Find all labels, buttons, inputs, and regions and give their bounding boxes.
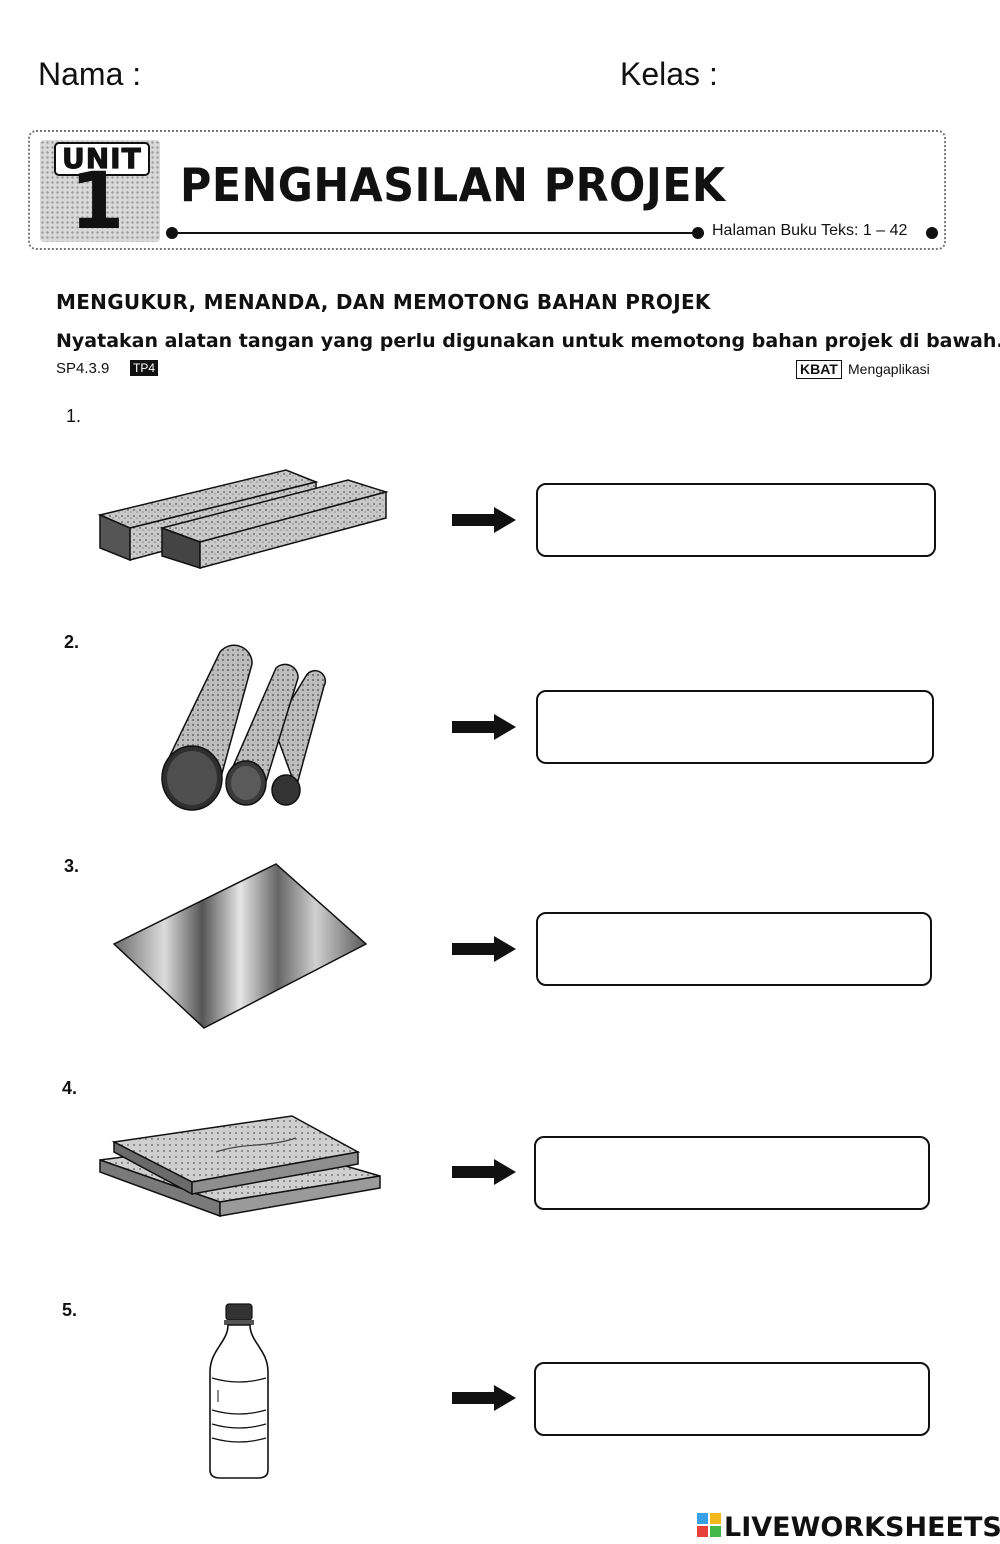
page-title: PENGHASILAN PROJEK	[180, 158, 726, 212]
wooden-planks-icon	[96, 1112, 386, 1222]
answer-box-2[interactable]	[536, 690, 934, 764]
kbat-level: Mengaplikasi	[848, 361, 930, 377]
class-label: Kelas :	[620, 56, 718, 92]
title-rule	[172, 232, 700, 234]
unit-banner	[28, 130, 946, 250]
question-number: 5.	[62, 1300, 78, 1320]
arrow-right-icon	[448, 1383, 518, 1413]
footer-brand: LIVEWORKSHEETS	[724, 1512, 1000, 1543]
plastic-bottle-icon	[204, 1302, 274, 1480]
liveworksheets-logo-icon	[697, 1513, 721, 1537]
kbat-badge: KBAT	[796, 360, 842, 379]
tp-level-badge: TP4	[130, 360, 159, 376]
section-title: MENGUKUR, MENANDA, DAN MEMOTONG BAHAN PR…	[56, 290, 711, 314]
arrow-right-icon	[448, 505, 518, 535]
answer-box-5[interactable]	[534, 1362, 930, 1436]
question-number: 2.	[64, 632, 80, 652]
answer-box-3[interactable]	[536, 912, 932, 986]
question-number: 4.	[62, 1078, 78, 1098]
pages-dot	[926, 227, 938, 239]
arrow-right-icon	[448, 1157, 518, 1187]
textbook-pages: Halaman Buku Teks: 1 – 42	[712, 222, 908, 239]
name-label: Nama :	[38, 56, 142, 92]
question-number: 3.	[64, 856, 80, 876]
standard-code: SP4.3.9	[56, 360, 110, 377]
rule-dot-right	[692, 227, 704, 239]
wooden-beams-icon	[96, 460, 396, 570]
unit-number: 1	[70, 157, 125, 247]
instruction-text: Nyatakan alatan tangan yang perlu diguna…	[56, 330, 1000, 352]
question-number: 1.	[66, 406, 82, 426]
pipes-icon	[156, 638, 326, 813]
answer-box-4[interactable]	[534, 1136, 930, 1210]
arrow-right-icon	[448, 934, 518, 964]
answer-box-1[interactable]	[536, 483, 936, 557]
unit-label: UNIT	[54, 142, 150, 176]
arrow-right-icon	[448, 712, 518, 742]
metal-sheet-icon	[112, 862, 368, 1032]
